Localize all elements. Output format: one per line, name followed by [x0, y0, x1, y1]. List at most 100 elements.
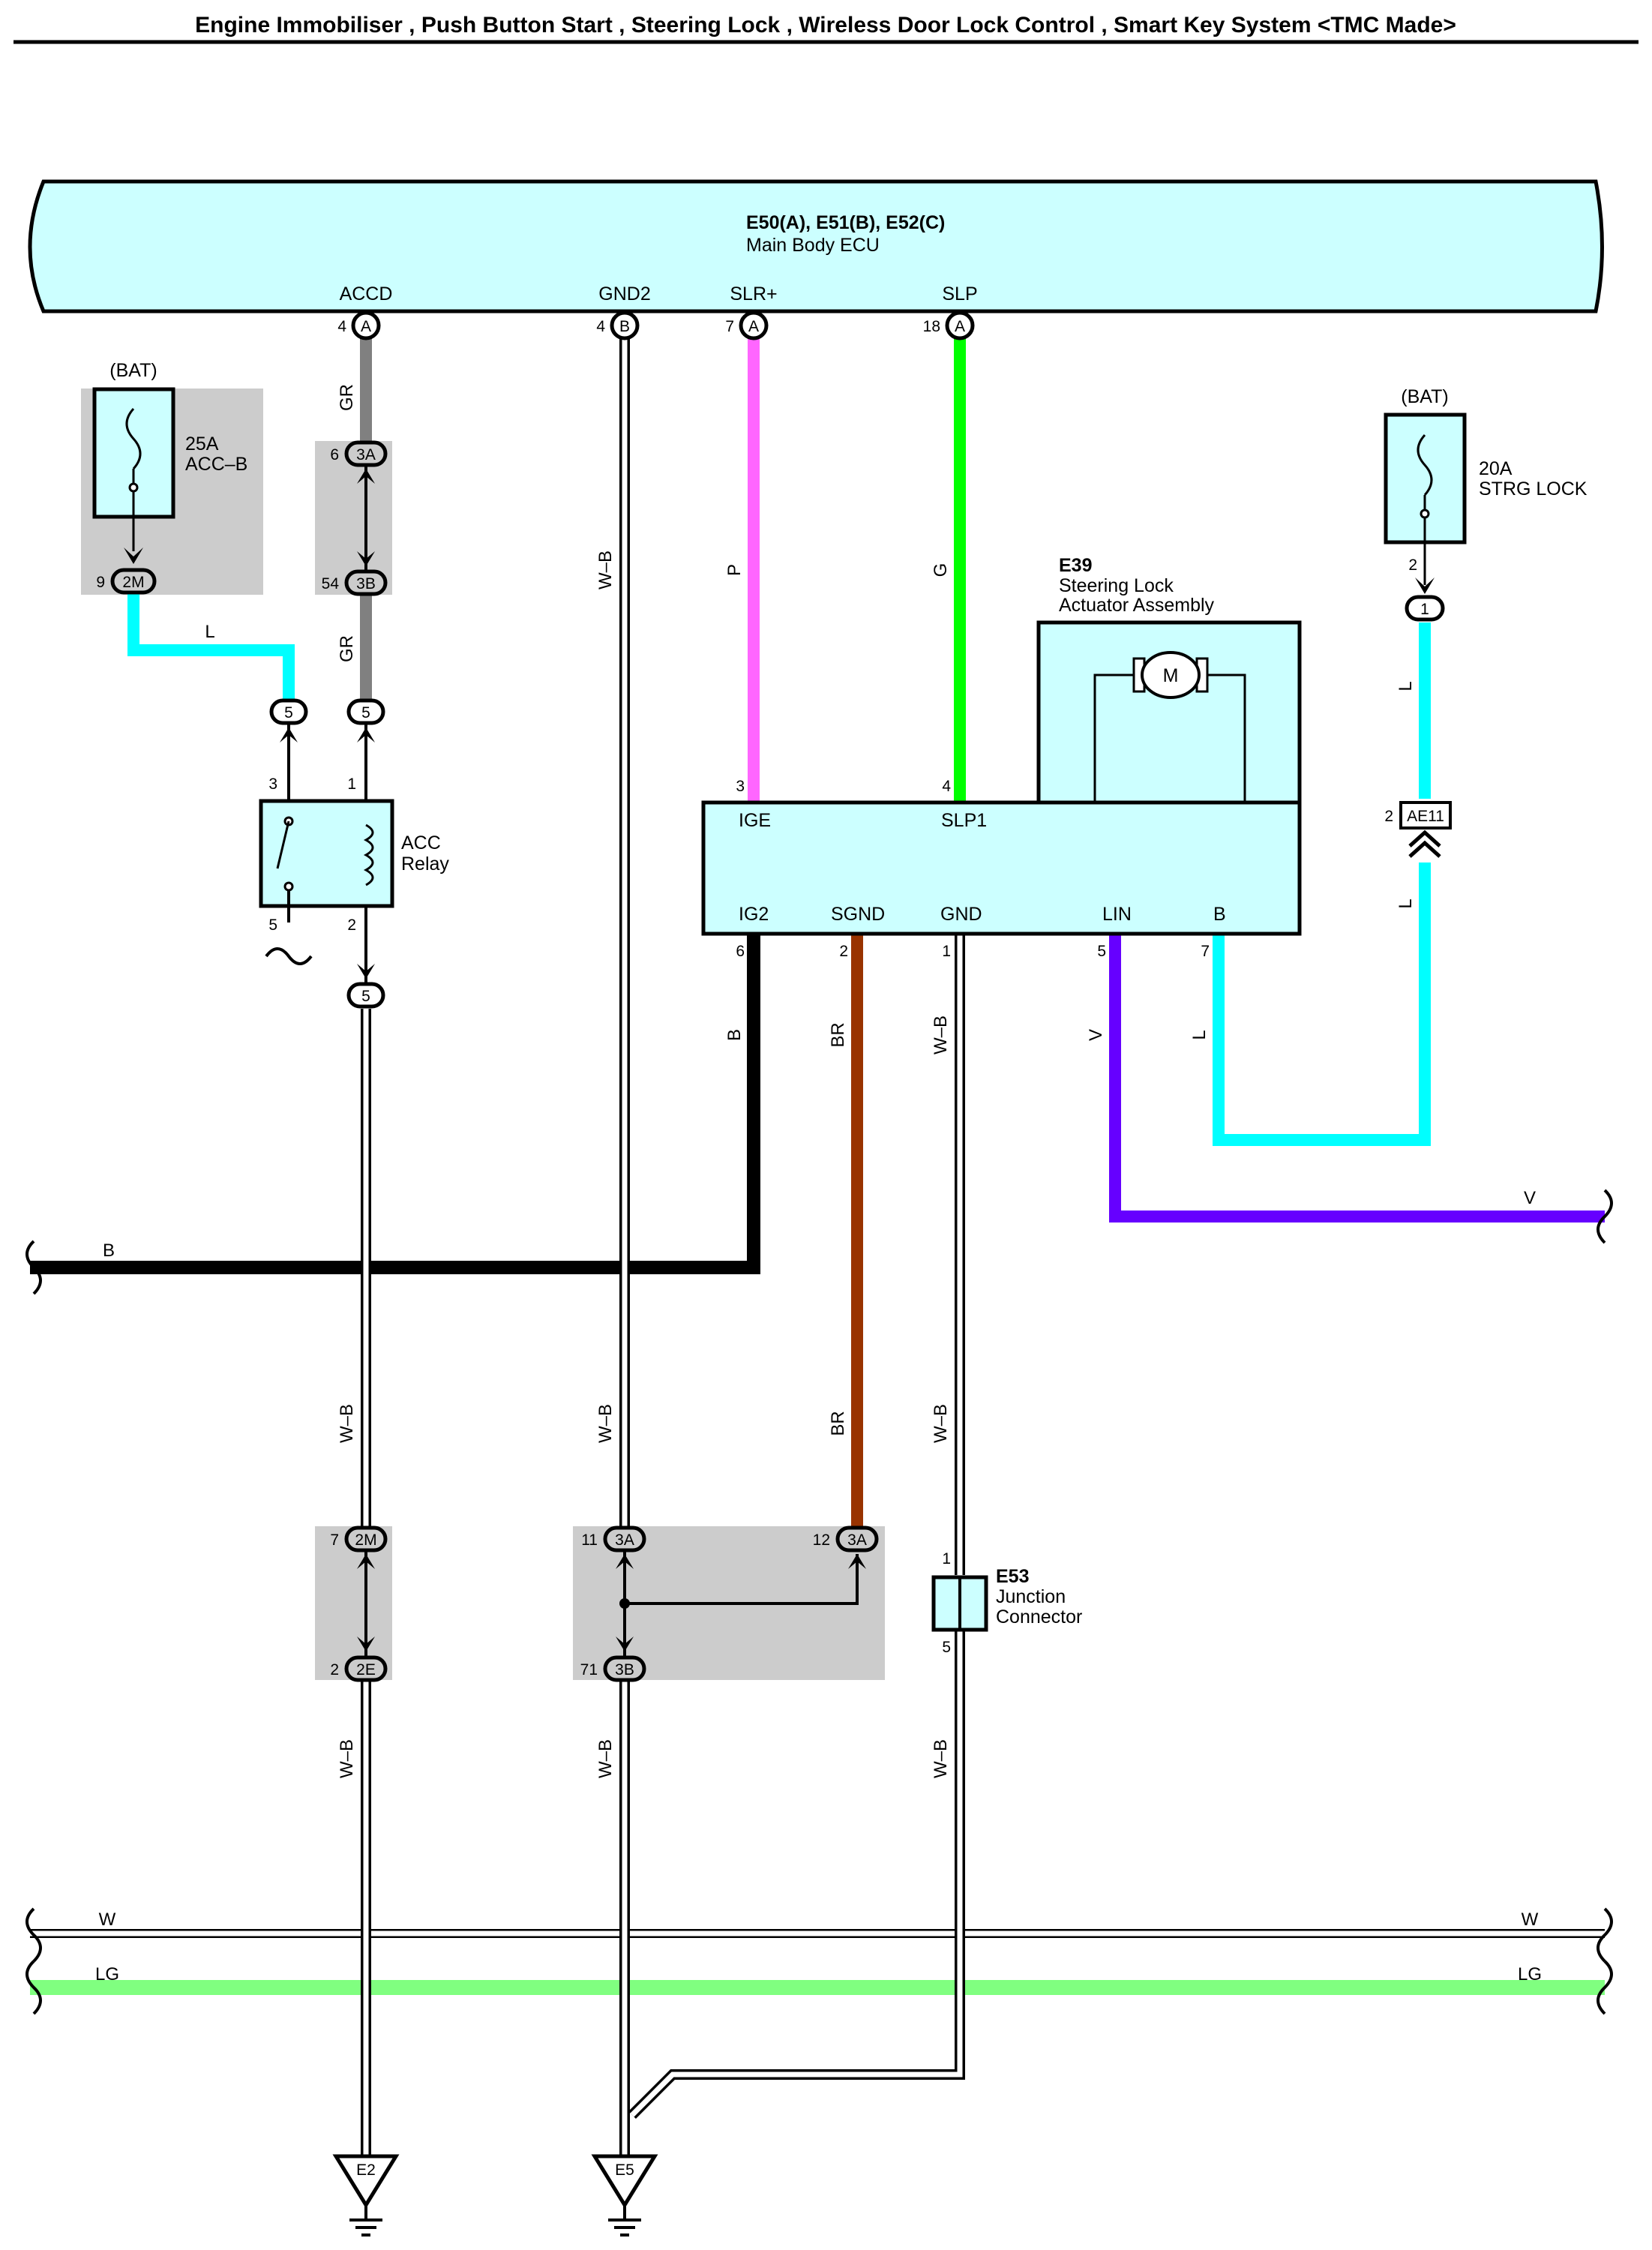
pin-ig2: 6 — [736, 943, 745, 960]
pin-sgnd: 2 — [839, 943, 848, 960]
acc-relay-box — [259, 799, 394, 908]
svg-text:BR: BR — [828, 1022, 848, 1047]
svg-text:W–B: W–B — [931, 1404, 951, 1443]
relay-pin-2: 2 — [347, 916, 356, 934]
svg-text:W–B: W–B — [931, 1016, 951, 1054]
relay-pin-5: 5 — [268, 916, 277, 934]
steering-line1: Steering Lock — [1059, 575, 1174, 596]
svg-text:18: 18 — [923, 318, 940, 335]
acc-relay-line1: ACC — [401, 832, 441, 854]
wires-wb — [361, 326, 965, 2156]
svg-text:V: V — [1086, 1029, 1106, 1041]
page-title: Engine Immobiliser , Push Button Start ,… — [195, 13, 1456, 38]
ecu-name: Main Body ECU — [746, 235, 880, 256]
jb-lower-left-shade — [315, 1526, 392, 1680]
steering-ecu-box — [701, 800, 1302, 936]
jb-c4-pin: 2 — [330, 1661, 339, 1678]
relay-coil-icon — [363, 824, 374, 886]
svg-text:4: 4 — [596, 318, 605, 335]
svg-text:W: W — [99, 1910, 116, 1930]
jb-c1-pin: 6 — [330, 446, 339, 464]
svg-text:7: 7 — [725, 318, 734, 335]
relay-pin-3: 3 — [268, 776, 277, 793]
actuator-box — [1036, 620, 1302, 805]
ecu-term-slp: SLP — [942, 284, 977, 304]
svg-text:B: B — [103, 1240, 115, 1261]
ecu-term-gnd2: GND2 — [598, 284, 650, 304]
svg-text:L: L — [1396, 681, 1416, 691]
acc-relay-line2: Relay — [401, 854, 449, 874]
svg-text:V: V — [1524, 1188, 1536, 1208]
svg-text:B: B — [619, 318, 630, 335]
term-gnd: GND — [940, 904, 982, 925]
e53-id: E53 — [996, 1566, 1029, 1587]
fuse1-arrow-icon — [124, 548, 143, 564]
jb-c3: 2M — [355, 1532, 376, 1549]
fuse2-pin: 2 — [1408, 556, 1417, 574]
motor-icon — [1141, 651, 1201, 699]
relay-switch-icon — [276, 820, 290, 869]
svg-text:4: 4 — [337, 318, 346, 335]
term-ige: IGE — [739, 810, 771, 831]
break-marks — [25, 1189, 1613, 2015]
jb-c5-pin: 11 — [581, 1532, 598, 1549]
svg-text:A: A — [361, 318, 371, 335]
svg-text:L: L — [1189, 1030, 1210, 1040]
jb-c6: 3A — [847, 1532, 867, 1549]
pin-ige: 3 — [736, 778, 745, 795]
wb-over-bus — [361, 1920, 965, 2002]
jb-c4: 2E — [356, 1661, 376, 1678]
svg-text:W–B: W–B — [337, 1404, 357, 1443]
pin-b: 7 — [1201, 943, 1210, 960]
svg-text:E2: E2 — [356, 2162, 376, 2179]
svg-text:L: L — [205, 622, 214, 642]
fuse2-source: (BAT) — [1401, 386, 1448, 407]
term-slp1: SLP1 — [941, 810, 987, 831]
ecu-box — [28, 179, 1604, 314]
relay-conn-2: 5 — [361, 988, 370, 1005]
ground-e5: E5 — [591, 2154, 658, 2236]
jb-c7: 3B — [615, 1661, 634, 1678]
svg-text:GR: GR — [337, 384, 357, 411]
ecu-id: E50(A), E51(B), E52(C) — [746, 212, 945, 233]
fuse2-conn: 1 — [1420, 601, 1429, 618]
svg-text:W: W — [1522, 1910, 1539, 1930]
svg-text:E5: E5 — [615, 2162, 634, 2179]
e53-pin1: 1 — [942, 1550, 951, 1568]
svg-text:W–B: W–B — [337, 1739, 357, 1778]
e53-line1: Junction — [996, 1586, 1066, 1607]
ae11-name: AE11 — [1407, 808, 1444, 825]
svg-text:W–B: W–B — [595, 1739, 616, 1778]
jb-c2: 3B — [356, 575, 376, 592]
jb-up-arrow-icon — [357, 469, 375, 484]
jb-c6-pin: 12 — [813, 1532, 830, 1549]
e53-line2: Connector — [996, 1606, 1082, 1628]
jb-upper-shade — [315, 441, 392, 595]
term-sgnd: SGND — [831, 904, 885, 925]
jb-down-arrow-icon — [357, 551, 375, 566]
ae11-chevron-icon — [1408, 830, 1441, 858]
fuse1-pin: 9 — [96, 574, 105, 591]
term-b: B — [1213, 904, 1226, 925]
wire-l-acc — [127, 592, 295, 701]
relay-conn-1: 5 — [361, 704, 370, 722]
fuse2-name: STRG LOCK — [1479, 478, 1588, 500]
ae11-box — [1399, 801, 1452, 830]
svg-text:A: A — [955, 318, 965, 335]
steering-id: E39 — [1059, 555, 1092, 576]
svg-text:P: P — [724, 564, 745, 576]
steering-line2: Actuator Assembly — [1059, 595, 1215, 616]
jb-c3-pin: 7 — [330, 1532, 339, 1549]
ecu-term-accd: ACCD — [340, 284, 393, 304]
ae11-pin: 2 — [1384, 808, 1393, 825]
svg-text:BR: BR — [828, 1411, 848, 1436]
svg-text:LG: LG — [1518, 1964, 1542, 1984]
relay-conn-3: 5 — [284, 704, 293, 722]
motor-label: M — [1163, 665, 1179, 686]
svg-text:L: L — [1396, 898, 1416, 908]
wire-labels: GR GR W–B P G L L L B BR W–B V L V B W–B… — [95, 384, 1542, 1984]
relay-pin-1: 1 — [347, 776, 356, 793]
svg-text:W–B: W–B — [595, 1404, 616, 1443]
wire-l-strg-2 — [1213, 862, 1431, 1146]
svg-text:GR: GR — [337, 635, 357, 662]
